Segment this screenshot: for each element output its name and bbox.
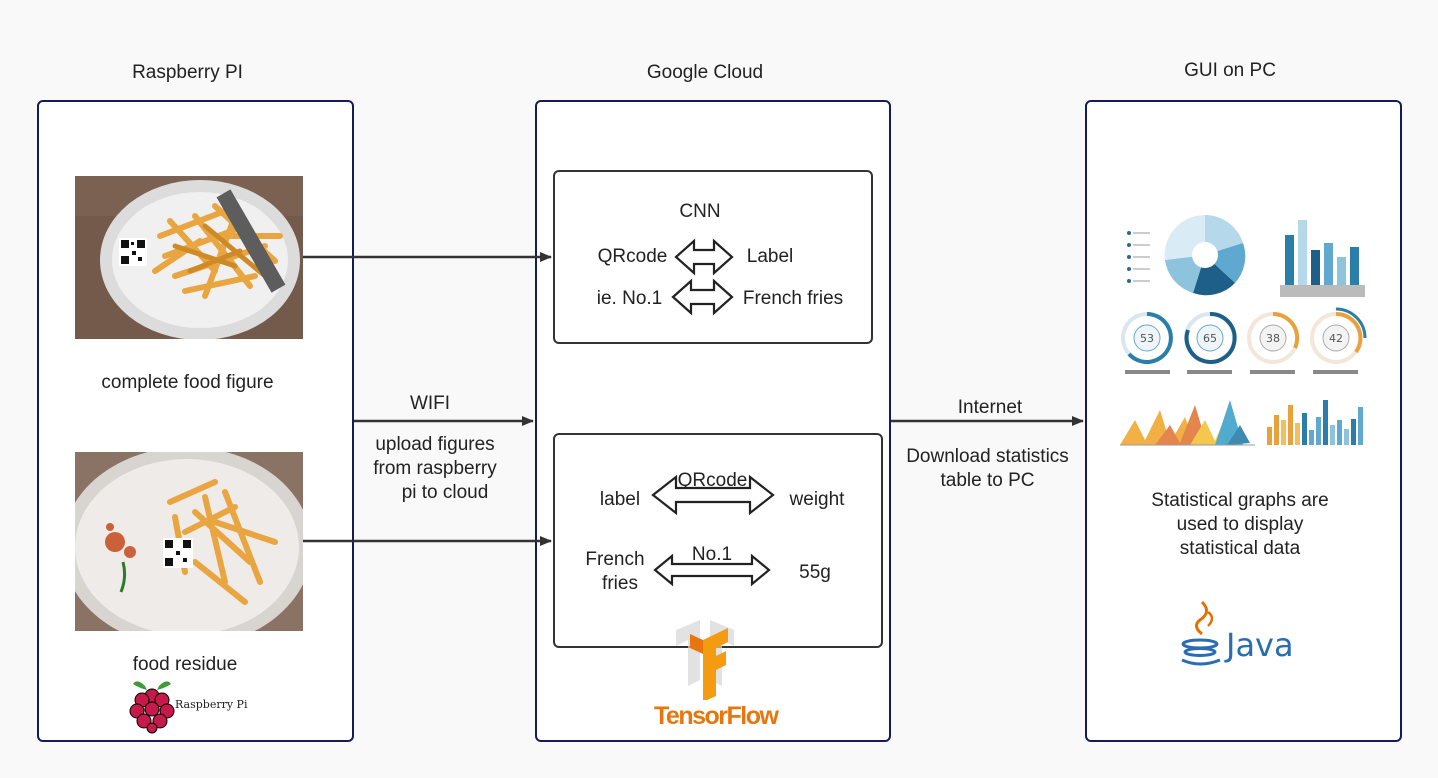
- dial-value-2: 65: [1203, 332, 1217, 345]
- right-desc-line3: statistical data: [1179, 538, 1301, 559]
- weight-qrcode-label: QRcode: [677, 470, 748, 491]
- weight-id-label: No.1: [691, 544, 733, 565]
- weight-label-label: label: [599, 489, 641, 510]
- dial-value-1: 53: [1140, 332, 1154, 345]
- statistics-infographic: 53 65 38 42: [1115, 205, 1370, 455]
- upload-desc-line3: pi to cloud: [401, 482, 489, 503]
- tensorflow-logo: TensorFlow: [648, 620, 779, 732]
- weight-food-line1: French: [585, 549, 645, 570]
- cnn-example-id: ie. No.1: [596, 288, 663, 309]
- raspberry-pi-logo-text: Raspberry Pi: [175, 698, 248, 711]
- cnn-double-arrow-1: [674, 238, 734, 276]
- java-logo: Java: [1178, 598, 1313, 668]
- food-residue-caption: food residue: [132, 654, 238, 675]
- download-desc-line1: Download statistics: [906, 446, 1069, 467]
- weight-food-line2: fries: [602, 573, 638, 594]
- cnn-label-label: Label: [746, 246, 794, 267]
- raspberry-pi-logo: Raspberry Pi: [127, 676, 257, 734]
- weight-box: [553, 433, 883, 648]
- cnn-qrcode-label: QRcode: [597, 246, 668, 267]
- google-cloud-title: Google Cloud: [646, 62, 764, 83]
- download-desc-line2: table to PC: [940, 470, 1035, 491]
- upload-desc-line2: from raspberry: [373, 458, 497, 479]
- complete-food-caption: complete food figure: [101, 372, 274, 393]
- raspberry-pi-title: Raspberry PI: [132, 62, 243, 83]
- food-residue-photo: [75, 452, 303, 631]
- dial-value-4: 42: [1329, 332, 1343, 345]
- wifi-label: WIFI: [409, 393, 451, 414]
- cnn-double-arrow-2: [671, 278, 734, 316]
- right-desc-line2: used to display: [1176, 514, 1304, 535]
- cnn-example-food: French fries: [742, 288, 844, 309]
- weight-weight-label: weight: [789, 489, 845, 510]
- weight-double-arrow-1: [651, 474, 775, 516]
- gui-on-pc-title: GUI on PC: [1184, 60, 1276, 81]
- right-desc-line1: Statistical graphs are: [1151, 490, 1329, 511]
- internet-label: Internet: [957, 397, 1023, 418]
- tensorflow-logo-text: TensorFlow: [654, 702, 779, 730]
- dial-value-3: 38: [1266, 332, 1280, 345]
- java-logo-text: Java: [1226, 626, 1294, 664]
- weight-double-arrow-2: [653, 553, 771, 587]
- complete-food-photo: [75, 176, 303, 339]
- upload-desc-line1: upload figures: [375, 434, 495, 455]
- weight-value: 55g: [799, 562, 831, 583]
- cnn-title: CNN: [679, 201, 721, 222]
